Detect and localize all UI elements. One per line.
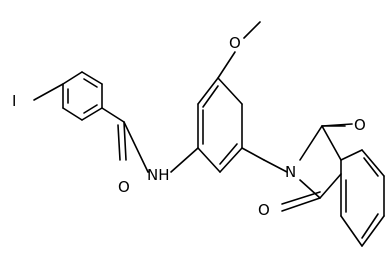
imide-oxygen-top-label: O bbox=[354, 116, 366, 134]
methoxy-group: O bbox=[217, 21, 261, 79]
amide-linkage: O NH bbox=[101, 107, 199, 196]
imide-nitrogen-label: N bbox=[285, 163, 296, 181]
phthalimide-group: N O O bbox=[258, 116, 366, 219]
methylene-bridge bbox=[241, 147, 288, 173]
amide-nitrogen-label: NH bbox=[147, 166, 170, 184]
methoxy-oxygen-label: O bbox=[229, 34, 241, 52]
iodine-label: I bbox=[12, 92, 16, 110]
iodobenzene-ring bbox=[62, 71, 103, 121]
central-benzene-ring bbox=[197, 77, 243, 173]
amide-oxygen-label: O bbox=[118, 178, 130, 196]
imide-oxygen-bottom-label: O bbox=[258, 201, 270, 219]
iodine-substituent: I bbox=[12, 83, 64, 110]
phthalimide-benzo-ring bbox=[340, 149, 385, 247]
